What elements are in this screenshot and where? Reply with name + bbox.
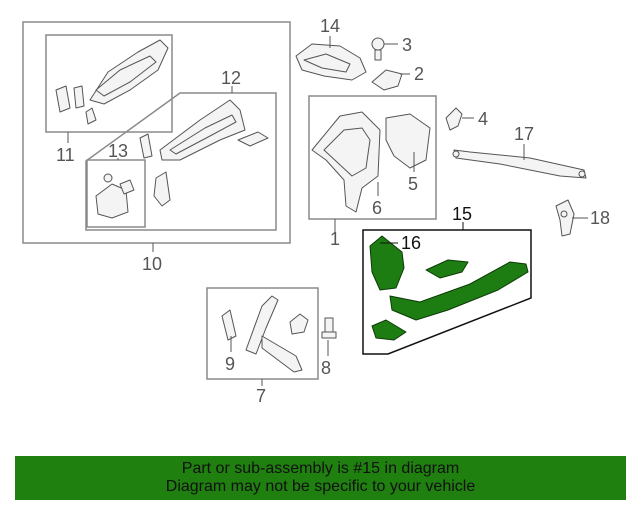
- banner-line-1: Part or sub-assembly is #15 in diagram: [181, 460, 460, 477]
- part-4: [445, 107, 463, 131]
- callout-9: 9: [225, 354, 235, 374]
- callout-13: 13: [108, 141, 128, 161]
- group-12-parts: [139, 99, 269, 161]
- callout-12: 12: [221, 68, 241, 88]
- part-8-bolt: [321, 317, 337, 339]
- group-1-parts: [311, 111, 431, 213]
- group-11-parts: [55, 39, 169, 125]
- callout-11: 11: [56, 145, 75, 165]
- callout-18: 18: [590, 208, 610, 228]
- group-13-box: [86, 159, 146, 228]
- callout-2: 2: [414, 64, 424, 84]
- part-14: [295, 43, 367, 81]
- banner-line-2: Diagram may not be specific to your vehi…: [165, 478, 476, 495]
- callout-10: 10: [142, 254, 162, 274]
- callout-1: 1: [330, 229, 340, 249]
- group-15-parts[interactable]: [369, 235, 529, 341]
- callout-15: 15: [452, 204, 472, 224]
- group-11-box: [45, 34, 173, 133]
- group-7-parts: [221, 295, 309, 373]
- callout-3: 3: [402, 35, 412, 55]
- group-13-parts: [95, 171, 171, 219]
- group-15-box[interactable]: [362, 229, 532, 355]
- group-12-box: [85, 92, 277, 231]
- part-18: [555, 199, 575, 237]
- callout-16: 16: [401, 233, 421, 253]
- part-3-bolt: [371, 37, 385, 61]
- callout-14: 14: [320, 16, 340, 36]
- part-2: [371, 69, 403, 91]
- part-17-rod: [452, 149, 587, 179]
- group-1-box: [308, 95, 437, 220]
- callout-17: 17: [514, 124, 534, 144]
- leader-lines: [67, 36, 588, 386]
- group-10-box: [22, 21, 291, 244]
- callout-4: 4: [478, 109, 488, 129]
- callout-8: 8: [321, 358, 331, 378]
- info-banner: Part or sub-assembly is #15 in diagram D…: [15, 456, 626, 500]
- callout-7: 7: [256, 386, 266, 406]
- callout-6: 6: [372, 198, 382, 218]
- callout-5: 5: [408, 174, 418, 194]
